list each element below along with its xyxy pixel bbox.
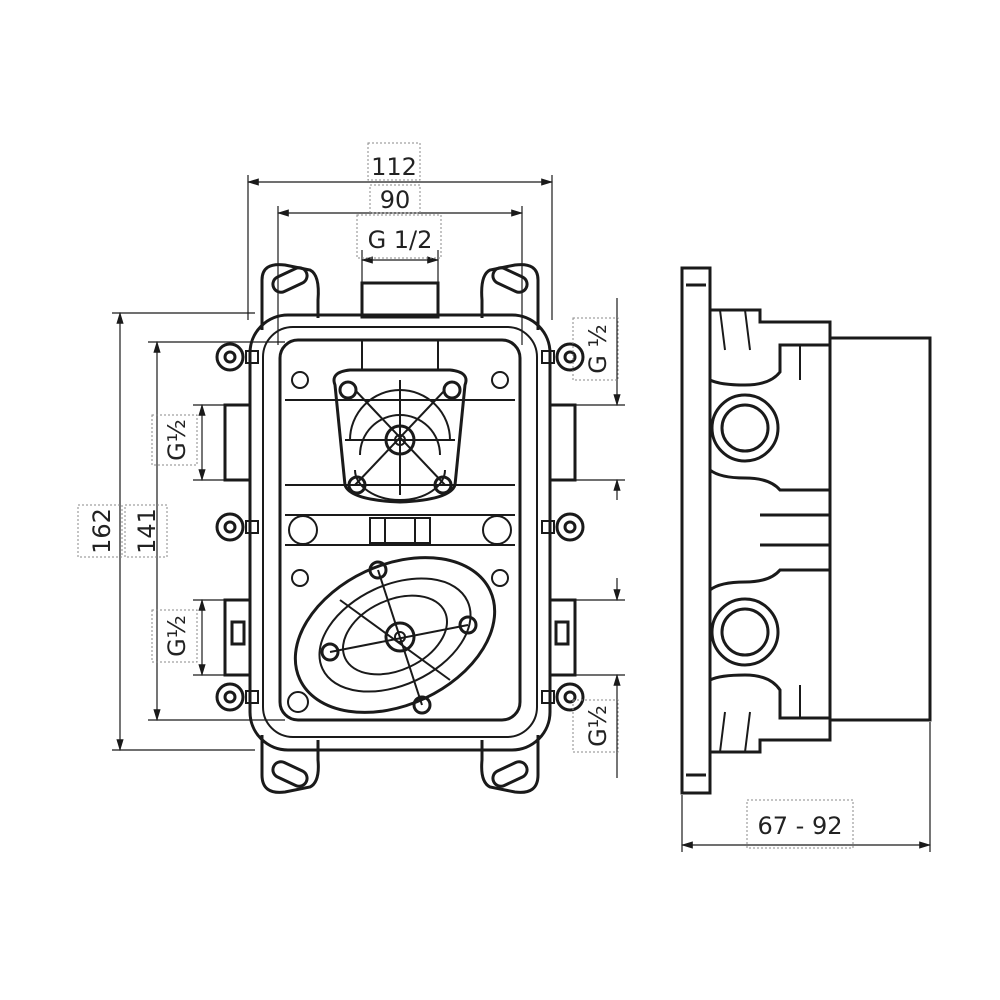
dim-width-outer: 112: [371, 153, 417, 181]
front-view: [215, 263, 585, 794]
dim-height-inner: 141: [133, 508, 161, 554]
dim-top-connection: G 1/2: [368, 226, 433, 254]
upper-valve-cartridge: [332, 368, 468, 504]
dimension-lines: 112 90 G 1/2 162 141 G½ G½ G ½ G½ 67 - 9…: [77, 142, 932, 852]
dim-left-connection-lower: G½: [163, 615, 191, 657]
side-view: [680, 266, 932, 795]
lower-valve-cartridge: [293, 556, 497, 715]
dim-right-connection-upper: G ½: [584, 324, 612, 374]
dim-left-connection-upper: G½: [163, 419, 191, 461]
dim-width-inner: 90: [380, 186, 411, 214]
dim-height-outer: 162: [88, 508, 116, 554]
dim-depth-range: 67 - 92: [758, 812, 843, 840]
dim-right-connection-lower: G½: [584, 705, 612, 747]
